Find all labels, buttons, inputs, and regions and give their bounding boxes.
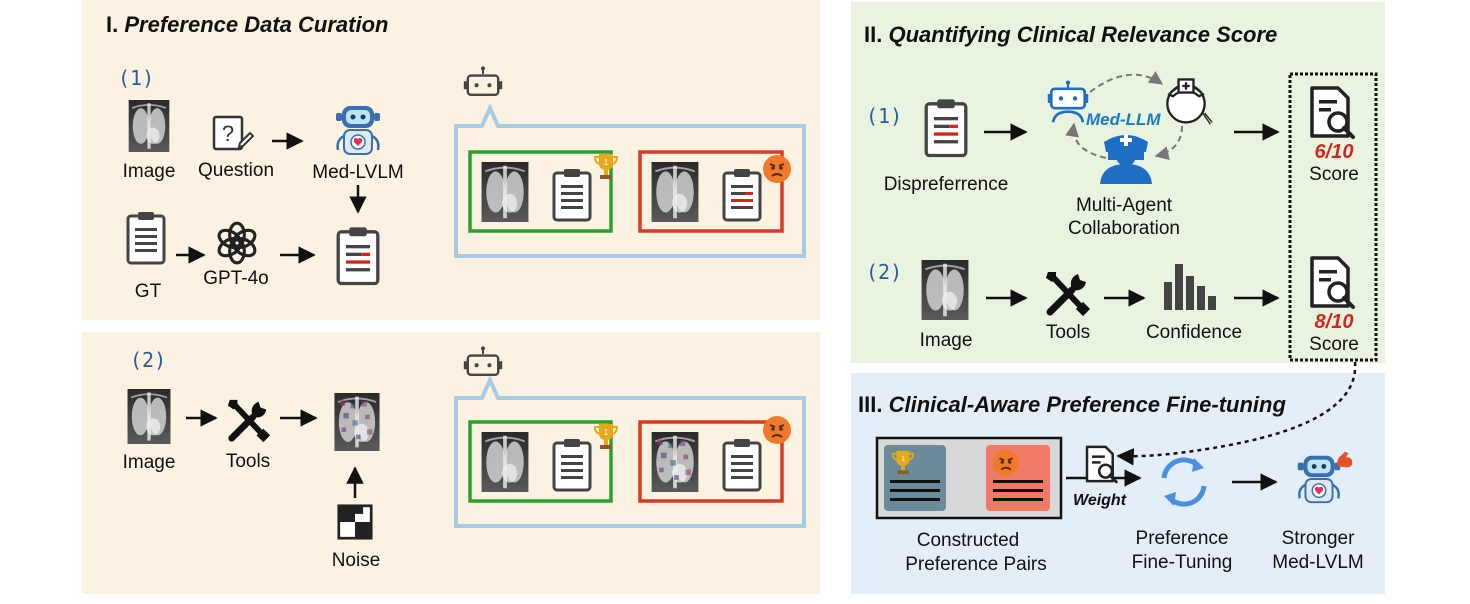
angry-face-icon <box>762 154 792 184</box>
robot-icon-2 <box>462 346 504 377</box>
tools-icon-2 <box>1042 268 1092 318</box>
tools-label: Tools <box>225 451 271 472</box>
bar-chart-icon <box>1164 264 1216 310</box>
question-icon <box>212 115 254 151</box>
score-label-2: Score <box>1309 334 1359 355</box>
trophy-icon <box>593 152 619 181</box>
noise-icon <box>337 504 373 540</box>
robot-icon <box>462 66 504 97</box>
confidence-label: Confidence <box>1145 322 1243 343</box>
stronger-label: Stronger <box>1281 528 1355 549</box>
xray-image <box>127 100 171 152</box>
section3-title: III. Clinical-Aware Preference Fine-tuni… <box>858 392 1286 418</box>
dispreferrence-label: Dispreferrence <box>883 174 1009 195</box>
score-value-2: 8/10 <box>1314 311 1354 333</box>
dispreferred-report-icon <box>722 167 762 222</box>
preferred-xray-image-2 <box>480 432 530 492</box>
section2-row2-num: (2) <box>866 260 903 284</box>
tools-icon <box>224 396 272 444</box>
gt-label: GT <box>134 281 162 302</box>
preferred-report-icon-2 <box>552 437 592 492</box>
xray-image-3 <box>920 260 970 320</box>
section2-title-num: II. <box>864 22 883 47</box>
preferred-xray-image <box>480 162 530 222</box>
gt-report-icon <box>126 210 166 265</box>
noise-label: Noise <box>331 550 381 571</box>
med-lvlm-label-2: Med-LVLM <box>1272 552 1364 573</box>
section3-title-num: III. <box>858 392 883 417</box>
gpt-logo-icon <box>214 221 260 265</box>
score-label-1: Score <box>1309 164 1359 185</box>
section3-title-text: Clinical-Aware Preference Fine-tuning <box>888 392 1286 417</box>
preference-pairs-label: Preference Pairs <box>905 554 1047 575</box>
section2-title: II. Quantifying Clinical Relevance Score <box>864 22 1277 48</box>
dispreferred-report-icon-3 <box>924 98 968 158</box>
gpt-label: GPT-4o <box>203 268 269 289</box>
dispreferred-xray-image <box>650 162 700 222</box>
fine-tuning-label: Fine-Tuning <box>1131 552 1233 573</box>
score-document-icon <box>1310 86 1355 139</box>
section1-part2-num: (2) <box>130 348 167 372</box>
preference-label: Preference <box>1135 528 1229 549</box>
med-lvlm-robot-icon <box>334 104 382 156</box>
noisy-xray-image <box>332 393 382 451</box>
image-label: Image <box>122 161 176 182</box>
section1-title-num: I. <box>106 12 119 37</box>
dispreferred-report-icon-2 <box>722 437 762 492</box>
section1-part1-panel <box>82 0 820 320</box>
corrupted-report-icon <box>336 226 380 286</box>
section2-row1-num: (1) <box>866 104 903 128</box>
section2-title-text: Quantifying Clinical Relevance Score <box>888 22 1278 47</box>
med-lvlm-label: Med-LVLM <box>312 162 404 183</box>
score-value-1: 6/10 <box>1314 141 1354 163</box>
tools-label-2: Tools <box>1045 322 1091 343</box>
section1-title-text: Preference Data Curation <box>124 12 389 37</box>
score-document-icon-2 <box>1310 256 1355 309</box>
muscle-icon <box>1337 451 1353 468</box>
nurse-icon <box>1098 132 1154 184</box>
multi-agent-label: Multi-Agent <box>1075 195 1173 216</box>
image-label-2: Image <box>122 452 176 473</box>
fine-tuning-cycle-icon <box>1154 452 1214 512</box>
constructed-label: Constructed <box>916 530 1020 551</box>
preferred-report-icon <box>552 167 592 222</box>
xray-image-2 <box>126 389 172 444</box>
question-label: Question <box>197 160 275 181</box>
collaboration-label: Collaboration <box>1068 218 1180 239</box>
trophy-icon-3 <box>891 449 915 476</box>
angry-face-icon-3 <box>992 449 1020 477</box>
dispreferred-noisy-xray-image <box>650 432 700 492</box>
med-llm-label: Med-LLM <box>1086 110 1161 129</box>
angry-face-icon-2 <box>762 415 792 445</box>
trophy-icon-2 <box>593 422 619 451</box>
doctor-icon <box>1166 78 1214 126</box>
image-label-3: Image <box>919 330 973 351</box>
weight-label: Weight <box>1073 492 1127 509</box>
llm-agent-robot-icon <box>1046 80 1090 124</box>
section1-part1-num: (1) <box>118 66 155 90</box>
section1-title: I. Preference Data Curation <box>106 12 388 38</box>
weight-document-icon <box>1085 445 1118 484</box>
